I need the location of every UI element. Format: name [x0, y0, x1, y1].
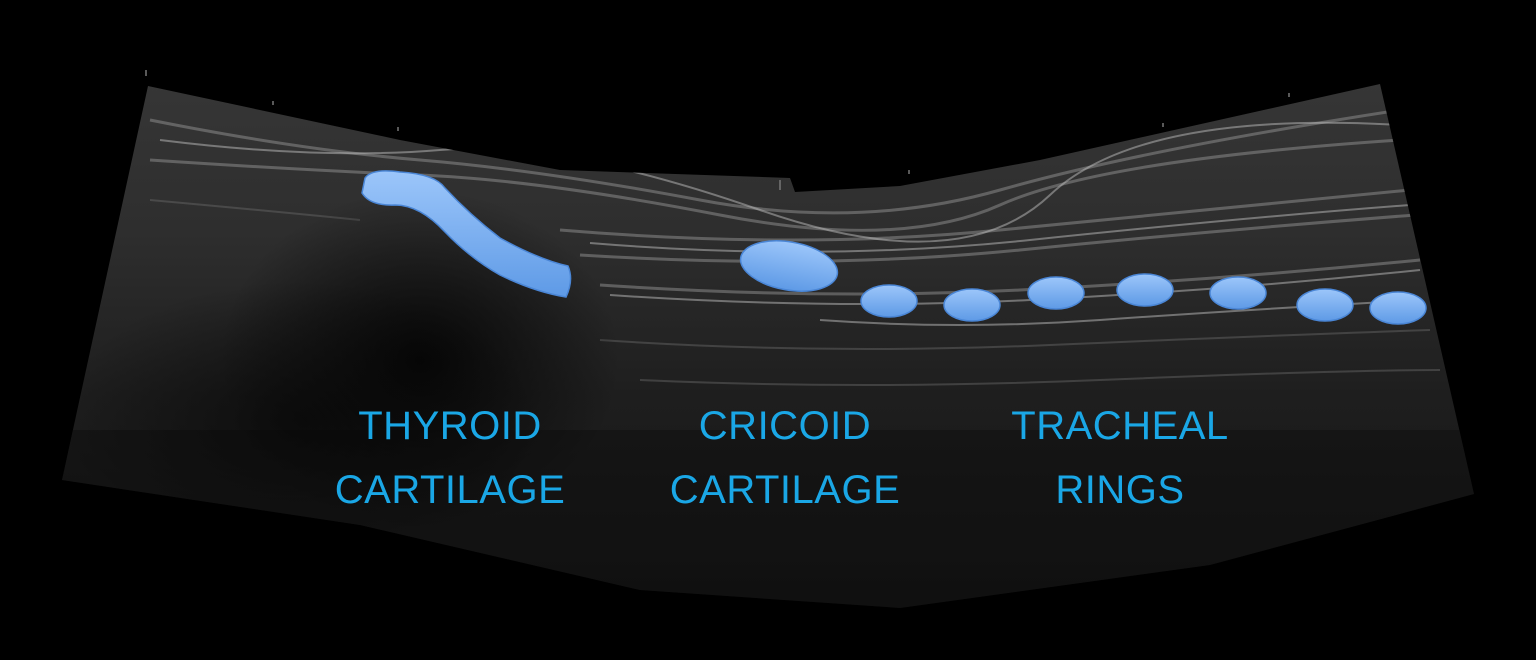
label-tracheal-line2: RINGS: [1055, 468, 1185, 512]
label-cricoid-cartilage: CRICOID CARTILAGE: [665, 394, 905, 522]
tracheal-ring-3: [1027, 276, 1085, 310]
label-thyroid-cartilage: THYROID CARTILAGE: [330, 394, 570, 522]
label-thyroid-line2: CARTILAGE: [334, 468, 566, 512]
thyroid-cartilage-shape: [361, 170, 572, 298]
tracheal-rings: [860, 273, 1427, 325]
depth-markers: [145, 70, 1290, 190]
label-tracheal-line1: TRACHEAL: [1011, 404, 1229, 448]
tracheal-ring-4: [1116, 273, 1174, 307]
label-cricoid-line1: CRICOID: [698, 404, 872, 448]
tracheal-ring-2: [943, 288, 1001, 322]
label-cricoid-line2: CARTILAGE: [669, 468, 901, 512]
cricoid-cartilage-shape: [739, 240, 839, 292]
label-thyroid-line1: THYROID: [358, 404, 542, 448]
tracheal-ring-7: [1369, 291, 1427, 325]
tracheal-ring-5: [1209, 276, 1267, 310]
tracheal-ring-1: [860, 284, 918, 318]
tracheal-ring-6: [1296, 288, 1354, 322]
label-tracheal-rings: TRACHEAL RINGS: [1000, 394, 1240, 522]
